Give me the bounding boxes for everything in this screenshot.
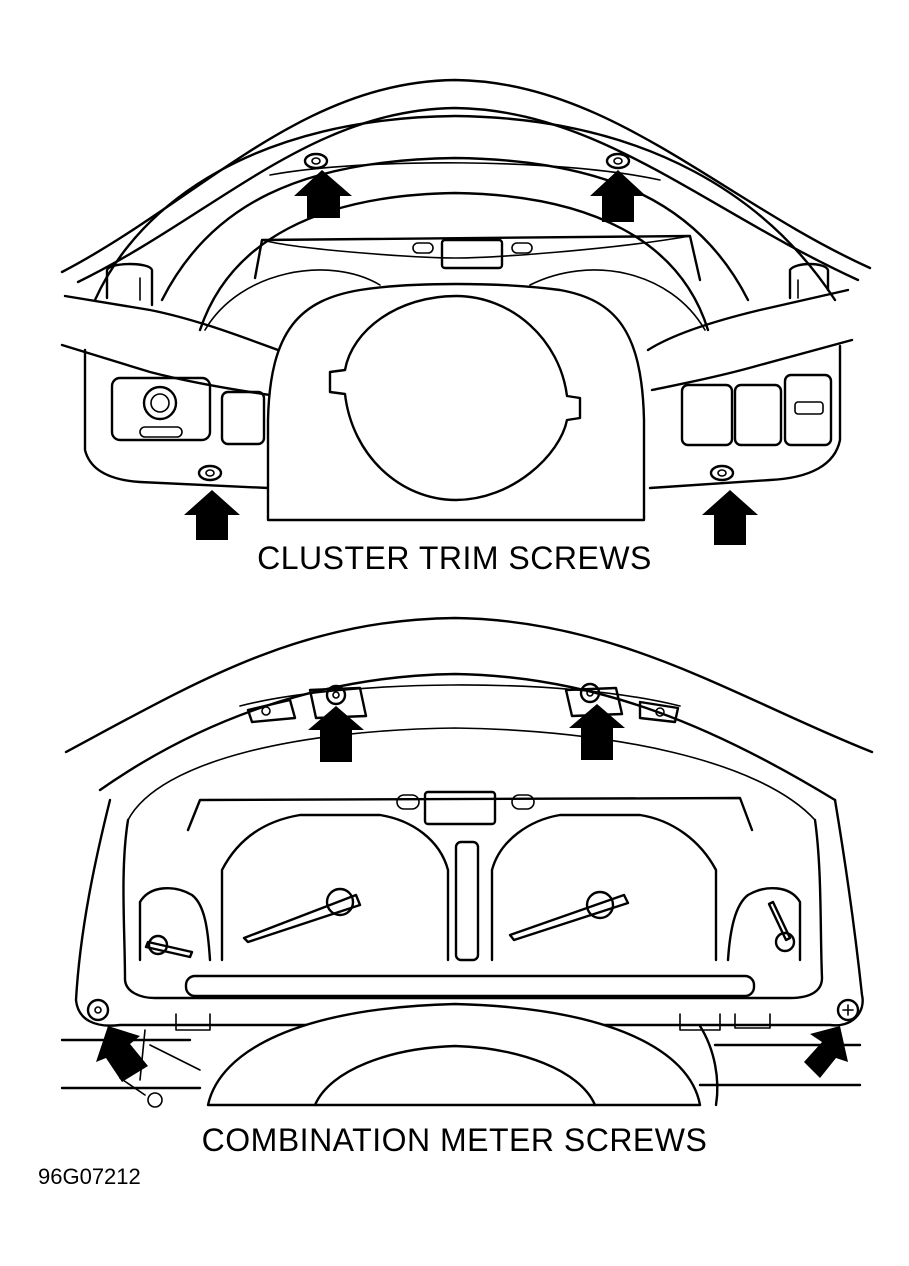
screw-icon	[836, 998, 860, 1022]
cluster-trim-view	[60, 78, 872, 545]
fuel-gauge	[138, 887, 212, 962]
screw-icon	[605, 152, 631, 170]
up-arrow-icon	[184, 490, 240, 540]
dashboard-second-arch	[76, 106, 860, 284]
cluster-trim-screws	[197, 152, 735, 482]
speedometer-gauge	[490, 813, 718, 962]
cluster-trim-caption: CLUSTER TRIM SCREWS	[257, 540, 652, 576]
trim-bezel-rim	[198, 191, 710, 332]
temp-gauge	[726, 887, 802, 962]
screw-icon	[579, 682, 601, 704]
screw-icon	[709, 464, 735, 482]
center-indicator	[454, 840, 480, 962]
steering-hub	[328, 294, 582, 502]
steering-wheel-top	[206, 1002, 702, 1107]
cluster-trim-arrows	[184, 170, 758, 545]
screw-icon	[325, 684, 347, 706]
up-arrow-icon	[294, 170, 352, 218]
up-left-arrow-icon	[804, 1026, 848, 1078]
combination-meter-screws	[86, 682, 860, 1022]
tachometer-gauge	[220, 813, 450, 962]
trim-bezel-outline	[93, 114, 837, 302]
up-right-arrow-icon	[96, 1026, 148, 1082]
up-arrow-icon	[702, 490, 758, 545]
dashboard-outer-arch	[64, 616, 874, 754]
meter-hood	[253, 234, 702, 282]
up-arrow-icon	[590, 170, 646, 222]
screw-icon	[197, 464, 223, 482]
up-arrow-icon	[569, 704, 625, 760]
combination-meter-view	[60, 616, 874, 1108]
combination-meter-arrows	[96, 704, 848, 1082]
dashboard-outer-arch	[60, 78, 872, 274]
warning-light-strip	[184, 974, 756, 998]
right-switch-pod	[648, 344, 842, 490]
trim-bezel-inner	[160, 156, 750, 302]
combination-meter-caption: COMBINATION METER SCREWS	[201, 1122, 708, 1158]
meter-housing	[74, 798, 864, 1027]
up-arrow-icon	[308, 706, 364, 762]
figure-id: 96G07212	[38, 1164, 141, 1189]
screw-icon	[86, 998, 110, 1022]
meter-tab-right	[564, 686, 624, 718]
dashboard-second-arch	[98, 672, 837, 802]
screw-icon	[303, 152, 329, 170]
left-switch-pod	[83, 348, 270, 490]
